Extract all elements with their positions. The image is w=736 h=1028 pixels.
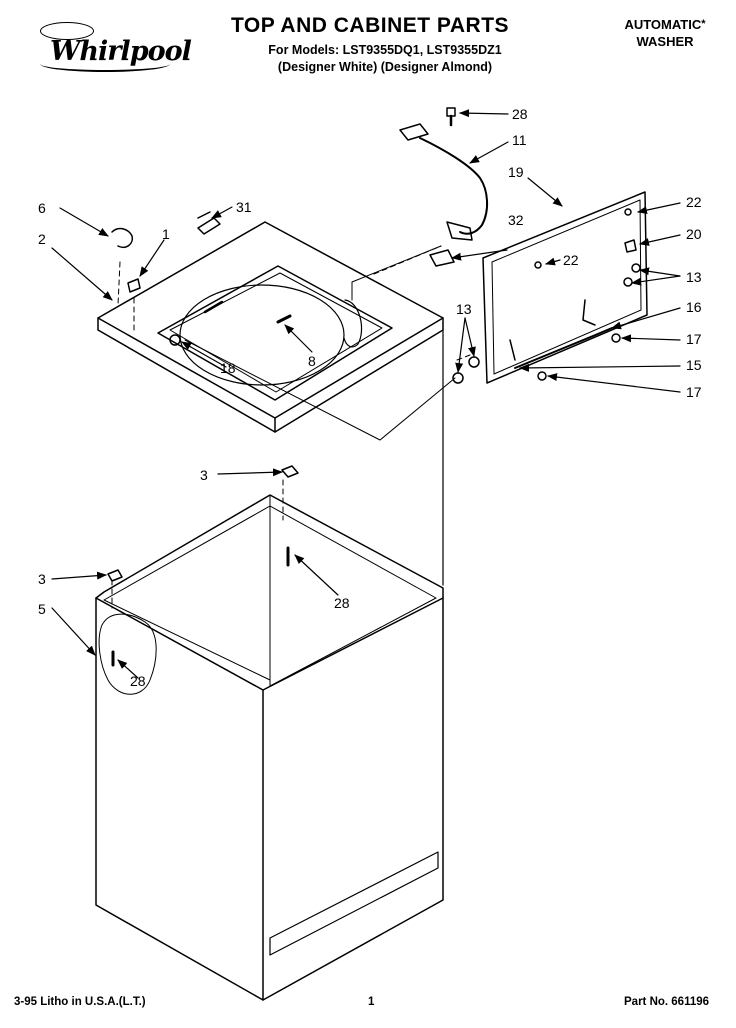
models-line: For Models: LST9355DQ1, LST9355DZ1 bbox=[268, 43, 502, 57]
lid bbox=[482, 191, 648, 384]
logo-ribbon bbox=[40, 56, 170, 72]
lid-switch-harness bbox=[399, 123, 488, 241]
callout-numbers: 28 11 19 22 20 6 31 1 2 32 22 13 16 13 1… bbox=[38, 106, 702, 689]
switch-link-line bbox=[351, 245, 442, 301]
callout-11: 11 bbox=[512, 132, 527, 148]
callout-5: 5 bbox=[38, 601, 46, 617]
leader-lines bbox=[51, 109, 681, 679]
product-asterisk: * bbox=[701, 18, 706, 30]
product-type: AUTOMATIC* WASHER bbox=[600, 16, 730, 50]
product-automatic: AUTOMATIC bbox=[624, 17, 702, 32]
callout-28-top: 28 bbox=[512, 106, 528, 122]
cutaway-view bbox=[98, 613, 157, 695]
finish-line: (Designer White) (Designer Almond) bbox=[277, 60, 493, 74]
callout-6: 6 bbox=[38, 200, 46, 216]
cabinet bbox=[95, 494, 444, 1001]
part-number: Part No. 661196 bbox=[624, 996, 710, 1008]
product-line-1: AUTOMATIC* bbox=[600, 16, 730, 33]
small-parts bbox=[107, 107, 641, 667]
callout-2: 2 bbox=[38, 231, 46, 247]
pivot-link-line bbox=[184, 339, 456, 441]
callout-31: 31 bbox=[236, 199, 252, 215]
product-line-2: WASHER bbox=[636, 34, 694, 49]
callout-3-lower: 3 bbox=[38, 571, 46, 587]
callout-3-upper: 3 bbox=[200, 467, 208, 483]
callout-17-lower: 17 bbox=[686, 384, 702, 400]
callout-28-middle: 28 bbox=[334, 595, 350, 611]
callout-8: 8 bbox=[308, 353, 316, 369]
washer-top bbox=[97, 221, 444, 433]
callout-20: 20 bbox=[686, 226, 702, 242]
page-number: 1 bbox=[368, 996, 375, 1008]
callout-17-upper: 17 bbox=[686, 331, 702, 347]
callout-13-right: 13 bbox=[686, 269, 702, 285]
callout-13-left: 13 bbox=[456, 301, 472, 317]
callout-32: 32 bbox=[508, 212, 524, 228]
model-list: For Models: LST9355DQ1, LST9355DZ1 (Desi… bbox=[230, 42, 540, 76]
page-title: TOP AND CABINET PARTS bbox=[230, 14, 510, 37]
whirlpool-logo: Whirlpool bbox=[40, 22, 192, 74]
assembly-guide-lines bbox=[111, 245, 471, 609]
callout-22-lid: 22 bbox=[563, 252, 579, 268]
callout-1: 1 bbox=[162, 226, 170, 242]
callout-19: 19 bbox=[508, 164, 524, 180]
callout-22-top: 22 bbox=[686, 194, 702, 210]
callout-28-cutaway: 28 bbox=[130, 673, 146, 689]
logo-oval bbox=[40, 22, 94, 40]
callout-15: 15 bbox=[686, 357, 702, 373]
litho-note: 3-95 Litho in U.S.A.(L.T.) bbox=[14, 996, 146, 1008]
hinge-rod bbox=[509, 299, 613, 369]
callout-18: 18 bbox=[220, 360, 236, 376]
callout-16: 16 bbox=[686, 299, 702, 315]
